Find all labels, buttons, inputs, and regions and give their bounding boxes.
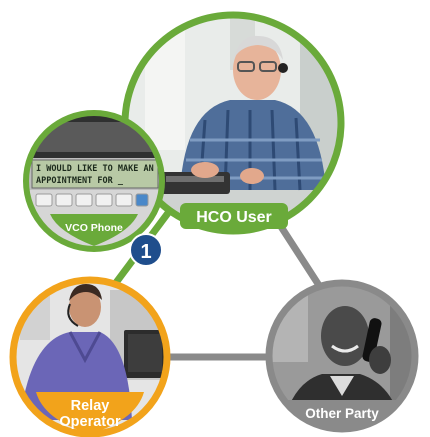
vco-lcd-line-1: I WOULD LIKE TO MAKE AN [36, 164, 154, 174]
vco-lcd-screen [31, 159, 159, 189]
connector-hco-to-other [275, 220, 325, 292]
relay-operator-node: Relay Operator [9, 276, 171, 437]
hco-user-label-band [180, 203, 288, 229]
step-badge-number: 1 [140, 241, 151, 263]
relay-operator-label-line-2: Operator [59, 414, 121, 430]
relay-operator-label-line-1: Relay [71, 398, 110, 414]
other-party-label-band [282, 400, 402, 430]
hco-user-node: HCO User [121, 11, 345, 235]
vco-keypad [35, 193, 149, 207]
other-party-node: Other Party [265, 279, 419, 433]
hco-user-label: HCO User [196, 209, 272, 226]
step-badge: 1 [129, 233, 163, 267]
other-party-label: Other Party [305, 406, 379, 421]
vco-phone-label: VCO Phone [65, 222, 123, 234]
vco-lcd-line-2: APPOINTMENT FOR _ [36, 176, 124, 186]
relay-operator-label-band [36, 392, 144, 434]
vco-phone-label-band [50, 214, 138, 246]
vco-phone-ring [23, 110, 165, 252]
